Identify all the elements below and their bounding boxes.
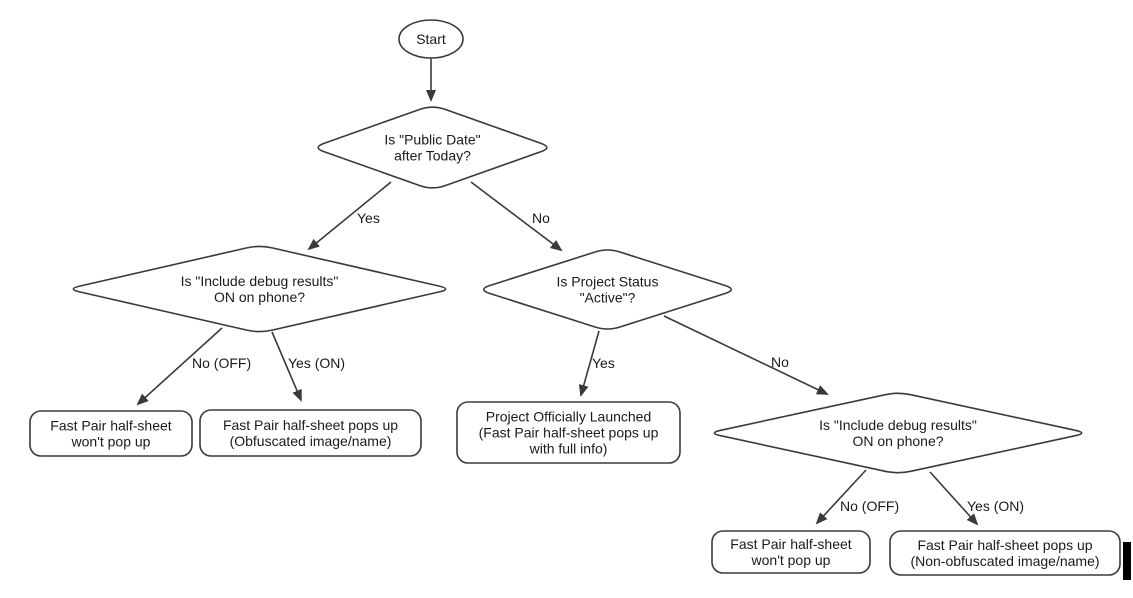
- node-label: Is "Include debug results"ON on phone?: [819, 417, 977, 449]
- decision-shape: [713, 392, 1083, 474]
- edge-label: No (OFF): [192, 355, 251, 371]
- edge-label: Yes (ON): [288, 355, 345, 371]
- process-shape: [29, 410, 193, 457]
- node-label-line: Is "Include debug results": [181, 273, 339, 289]
- node-label-line: with full info): [529, 441, 608, 457]
- terminator-node-start: Start: [398, 19, 464, 59]
- node-label: Fast Pair half-sheet pops up(Obfuscated …: [223, 417, 398, 449]
- terminator-shape: [398, 19, 464, 59]
- connector-arrow: [663, 315, 829, 395]
- node-label-line: won't pop up: [71, 434, 151, 450]
- edge-label: Yes: [592, 355, 615, 371]
- text-cursor-artifact: [1123, 542, 1131, 580]
- edge-d2-to-box1: No (OFF): [136, 327, 251, 406]
- edge-label: Yes: [357, 210, 380, 226]
- decision-shape: [72, 245, 447, 333]
- node-label-line: Is Project Status: [557, 274, 659, 290]
- edge-label: No (OFF): [840, 498, 899, 514]
- edge-d2-to-box2: Yes (ON): [271, 331, 345, 402]
- edge-label: No: [532, 210, 550, 226]
- node-label-line: Is "Public Date": [384, 132, 480, 148]
- process-shape: [456, 401, 681, 464]
- decision-node-d2: Is "Include debug results"ON on phone?: [72, 245, 447, 333]
- node-label-line: "Active"?: [580, 290, 636, 306]
- node-label: Is Project Status"Active"?: [557, 274, 659, 306]
- node-label-line: Fast Pair half-sheet pops up: [917, 537, 1092, 553]
- node-label-line: ON on phone?: [214, 289, 305, 305]
- connector-arrow: [136, 327, 223, 406]
- node-label-line: Start: [416, 31, 446, 47]
- nodes-layer: Start Is "Public Date"after Today? Is "Inc…: [29, 19, 1121, 576]
- edge-d1-to-d2: Yes: [307, 181, 392, 251]
- node-label-line: Fast Pair half-sheet pops up: [223, 417, 398, 433]
- process-node-box2: Fast Pair half-sheet pops up(Obfuscated …: [199, 409, 422, 457]
- process-node-boxMid: Project Officially Launched(Fast Pair ha…: [456, 401, 681, 464]
- node-label-line: (Fast Pair half-sheet pops up: [479, 425, 659, 441]
- edge-d3-to-boxMid: Yes: [578, 330, 615, 397]
- edge-d3-to-d4: No: [663, 315, 829, 395]
- node-label-line: Is "Include debug results": [819, 417, 977, 433]
- decision-node-d3: Is Project Status"Active"?: [482, 249, 733, 330]
- node-label-line: Fast Pair half-sheet: [50, 418, 171, 434]
- connector-arrow: [815, 469, 867, 525]
- connector-arrow: [271, 331, 302, 402]
- edge-d4-to-box4: Yes (ON): [929, 471, 1024, 526]
- node-label: Fast Pair half-sheet pops up(Non-obfusca…: [910, 537, 1099, 569]
- decision-shape: [482, 249, 733, 330]
- edge-d1-to-d3: No: [470, 181, 563, 252]
- node-label-line: (Obfuscated image/name): [230, 433, 392, 449]
- node-label-line: Fast Pair half-sheet: [730, 536, 851, 552]
- connector-arrow: [470, 181, 563, 252]
- connector-arrow: [929, 471, 979, 526]
- process-shape: [889, 530, 1121, 576]
- edge-label: Yes (ON): [967, 498, 1024, 514]
- node-label-line: Project Officially Launched: [486, 409, 652, 425]
- connector-arrow: [307, 181, 392, 251]
- process-shape: [199, 409, 422, 457]
- edge-d4-to-box3: No (OFF): [815, 469, 899, 525]
- decision-node-d4: Is "Include debug results"ON on phone?: [713, 392, 1083, 474]
- decision-node-d1: Is "Public Date"after Today?: [317, 106, 548, 189]
- process-node-box4: Fast Pair half-sheet pops up(Non-obfusca…: [889, 530, 1121, 576]
- node-label-line: after Today?: [394, 148, 471, 164]
- connector-arrow: [578, 330, 600, 397]
- node-label: Project Officially Launched(Fast Pair ha…: [479, 409, 659, 457]
- node-label: Is "Include debug results"ON on phone?: [181, 273, 339, 305]
- edge-label: No: [771, 354, 789, 370]
- process-shape: [711, 530, 871, 574]
- node-label: Start: [416, 31, 446, 47]
- node-label-line: ON on phone?: [852, 433, 943, 449]
- node-label: Is "Public Date"after Today?: [384, 132, 480, 164]
- decision-shape: [317, 106, 548, 189]
- node-label-line: won't pop up: [751, 552, 831, 568]
- node-label-line: (Non-obfuscated image/name): [910, 553, 1099, 569]
